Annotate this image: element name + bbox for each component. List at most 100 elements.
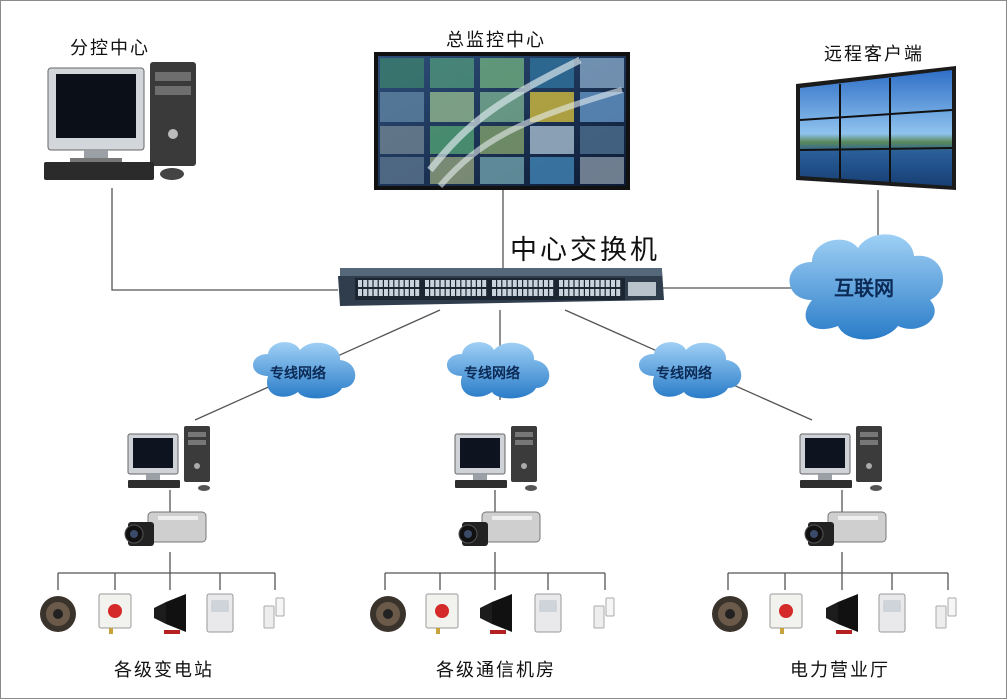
- switch-port: [585, 280, 589, 287]
- site-2-speaker-icon: [370, 596, 406, 632]
- switch-port: [389, 280, 394, 287]
- switch-port: [538, 280, 543, 287]
- switch-port: [544, 289, 548, 296]
- switch-port: [378, 280, 383, 287]
- switch-port: [378, 289, 383, 296]
- switch-port: [611, 289, 615, 296]
- private-network-cloud-icon-2: [447, 342, 550, 399]
- switch-port: [471, 289, 476, 296]
- internet-label: 互联网: [834, 276, 894, 300]
- connection-lines: [57, 188, 949, 590]
- site-1-alarm-button-icon: [98, 593, 132, 635]
- switch-port: [611, 280, 615, 287]
- switch-port: [404, 280, 409, 287]
- switch-port: [569, 280, 574, 287]
- switch-port: [595, 280, 600, 287]
- switch-port: [456, 289, 461, 296]
- switch-port: [595, 289, 600, 296]
- branch-center-pc-icon: [44, 62, 196, 180]
- site-3-pir-sensor-icon: [878, 593, 906, 633]
- switch-port: [502, 280, 507, 287]
- switch-port: [368, 280, 373, 287]
- switch-port: [461, 280, 466, 287]
- site-3-pc-icon: [799, 425, 883, 492]
- switch-port: [384, 280, 388, 287]
- switch-port: [451, 280, 455, 287]
- switch-port: [358, 289, 362, 296]
- site-1-speaker-icon: [40, 596, 76, 632]
- switch-port: [518, 289, 522, 296]
- switch-port: [605, 280, 610, 287]
- core-switch-icon: [338, 268, 664, 306]
- switch-port: [544, 280, 548, 287]
- switch-port: [579, 289, 584, 296]
- site-2-label: 各级通信机房: [436, 660, 556, 681]
- switch-port: [445, 280, 450, 287]
- switch-port: [549, 289, 554, 296]
- switch-port: [590, 280, 595, 287]
- switch-port: [600, 280, 605, 287]
- switch-port: [477, 280, 481, 287]
- internet-cloud-icon: [789, 234, 944, 340]
- site-1-camera-icon: [124, 511, 207, 547]
- switch-port: [492, 280, 496, 287]
- switch-port: [533, 280, 538, 287]
- switch-port: [410, 289, 414, 296]
- switch-port: [425, 280, 429, 287]
- main-center-label: 总监控中心: [446, 30, 546, 51]
- switch-port: [518, 280, 522, 287]
- switch-port: [559, 280, 563, 287]
- switch-port: [435, 289, 440, 296]
- switch-port: [456, 280, 461, 287]
- switch-port: [579, 280, 584, 287]
- switch-port: [574, 280, 579, 287]
- switch-port: [502, 289, 507, 296]
- private-network-label-1: 专线网络: [270, 366, 326, 382]
- switch-port: [497, 280, 502, 287]
- switch-port: [616, 289, 621, 296]
- switch-port: [368, 289, 373, 296]
- site-2-pir-sensor-icon: [534, 593, 562, 633]
- switch-port: [430, 280, 435, 287]
- switch-port: [394, 280, 399, 287]
- switch-port: [492, 289, 496, 296]
- switch-port: [482, 280, 487, 287]
- switch-port: [451, 289, 455, 296]
- switch-port: [564, 289, 569, 296]
- switch-port: [461, 289, 466, 296]
- switch-port: [482, 289, 487, 296]
- switch-port: [389, 289, 394, 296]
- site-3-speaker-icon: [712, 596, 748, 632]
- private-network-cloud-icon-1: [253, 342, 356, 399]
- switch-port: [363, 280, 368, 287]
- switch-port: [404, 289, 409, 296]
- site-1-siren-icon: [154, 594, 186, 634]
- switch-port: [430, 289, 435, 296]
- switch-port: [466, 280, 471, 287]
- switch-port: [564, 280, 569, 287]
- switch-port: [415, 289, 420, 296]
- site-2-door-contact-icon: [593, 597, 615, 629]
- switch-port: [373, 289, 378, 296]
- site-2-camera-icon: [458, 511, 541, 547]
- switch-port: [538, 289, 543, 296]
- switch-port: [569, 289, 574, 296]
- switch-port: [605, 289, 610, 296]
- switch-port: [477, 289, 481, 296]
- switch-port: [549, 280, 554, 287]
- private-network-label-2: 专线网络: [464, 366, 520, 382]
- switch-port: [497, 289, 502, 296]
- branch-center-label: 分控中心: [70, 38, 150, 59]
- switch-port: [507, 289, 512, 296]
- switch-port: [533, 289, 538, 296]
- switch-port: [399, 289, 404, 296]
- switch-port: [373, 280, 378, 287]
- site-1-door-contact-icon: [263, 597, 285, 629]
- switch-port: [590, 289, 595, 296]
- switch-port: [440, 289, 445, 296]
- switch-port: [466, 289, 471, 296]
- switch-port: [616, 280, 621, 287]
- site-1-pir-sensor-icon: [206, 593, 234, 633]
- switch-port: [471, 280, 476, 287]
